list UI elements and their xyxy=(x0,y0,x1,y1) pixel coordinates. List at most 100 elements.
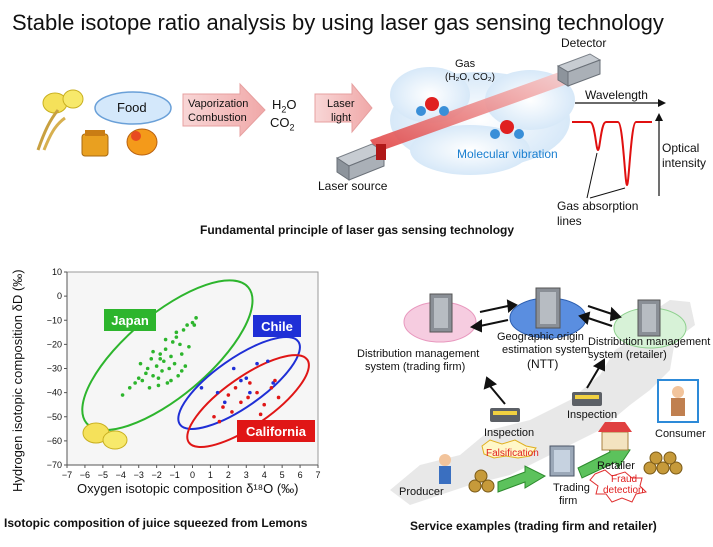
data-point xyxy=(179,369,184,373)
x-tick-label: 1 xyxy=(208,470,213,480)
data-point xyxy=(199,386,204,390)
supply-arrow xyxy=(577,445,631,479)
x-tick-label: 3 xyxy=(244,470,249,480)
x-tick-label: 7 xyxy=(315,470,320,480)
geo-line1: Geographic origin xyxy=(497,331,584,343)
data-point xyxy=(169,354,173,359)
x-tick-label: −1 xyxy=(169,470,179,480)
data-point xyxy=(172,361,177,366)
spectrum-plot xyxy=(572,99,666,199)
data-point xyxy=(258,412,263,417)
scanner-icon xyxy=(572,392,602,406)
data-point xyxy=(158,357,163,361)
absorption-line1: Gas absorption xyxy=(557,199,639,213)
data-point xyxy=(248,390,252,395)
data-point xyxy=(239,400,243,405)
x-tick-label: 4 xyxy=(262,470,267,480)
data-point xyxy=(149,357,154,361)
data-point xyxy=(187,344,191,349)
lemon-icon xyxy=(42,89,84,114)
data-point xyxy=(167,366,171,371)
data-point xyxy=(156,376,161,380)
product-bales-icon xyxy=(468,469,495,493)
gas-line2: (H₂O, CO₂) xyxy=(445,72,495,83)
group-ellipse xyxy=(177,335,301,430)
series-label-box xyxy=(104,309,156,331)
data-point xyxy=(156,383,161,388)
y-axis-label: Hydrogen isotopic composition δD (‰) xyxy=(10,269,25,492)
data-point xyxy=(138,361,143,366)
retailer-label: Retailer xyxy=(597,460,635,472)
data-point xyxy=(244,376,249,380)
y-tick-label: −70 xyxy=(47,460,62,470)
data-point xyxy=(170,340,175,344)
gas-line1: Gas xyxy=(455,58,476,70)
data-point xyxy=(183,364,188,368)
fraud-line2: detection xyxy=(603,485,644,496)
data-point xyxy=(151,349,155,354)
data-point xyxy=(174,330,179,335)
falsification-label: Falsification xyxy=(486,448,539,459)
trading-firm-icon xyxy=(549,445,575,477)
consumer-icon xyxy=(657,379,699,423)
geo-line3: (NTT) xyxy=(527,357,559,371)
co2-label: CO2 xyxy=(270,115,295,133)
data-point xyxy=(163,347,168,351)
wavelength-label: Wavelength xyxy=(585,88,648,102)
mango-icon xyxy=(126,128,158,156)
absorption-line2: lines xyxy=(557,214,582,228)
data-point xyxy=(181,328,186,332)
data-point xyxy=(174,335,179,339)
data-point xyxy=(165,381,170,385)
inspection-left-label: Inspection xyxy=(484,427,535,439)
y-tick-label: −10 xyxy=(47,315,62,325)
data-point xyxy=(262,402,267,407)
data-point xyxy=(246,395,250,400)
y-tick-label: −60 xyxy=(47,436,62,446)
scanner-icon xyxy=(490,408,520,422)
dms-trading-line1: Distribution management xyxy=(357,348,480,360)
molecule-icon xyxy=(490,120,524,139)
data-point xyxy=(133,381,137,385)
japan-map-icon xyxy=(390,300,695,505)
dms-trading-line2: system (trading firm) xyxy=(365,361,466,373)
data-point xyxy=(194,316,198,320)
data-point xyxy=(140,378,145,383)
y-tick-label: −40 xyxy=(47,388,62,398)
data-point xyxy=(239,378,243,383)
data-point xyxy=(144,371,148,376)
optical-line1: Optical xyxy=(662,141,700,155)
upload-arrows xyxy=(483,358,605,405)
data-point xyxy=(136,376,141,380)
process-arrow xyxy=(182,82,266,138)
detector-icon xyxy=(556,53,602,87)
y-tick-label: −30 xyxy=(47,364,62,374)
data-point xyxy=(221,405,225,409)
dms-retailer-line2: system (retailer) xyxy=(588,349,667,361)
data-point xyxy=(255,361,259,366)
data-point xyxy=(127,386,132,390)
fraud-line1: Fraud xyxy=(611,474,638,485)
y-tick-label: −50 xyxy=(47,412,62,422)
x-tick-label: −6 xyxy=(80,470,90,480)
detector-label: Detector xyxy=(561,36,607,50)
x-tick-label: −4 xyxy=(116,470,126,480)
data-point xyxy=(147,386,152,390)
data-point xyxy=(215,390,220,395)
server-icon xyxy=(637,299,661,337)
page-title: Stable isotope ratio analysis by using l… xyxy=(12,10,664,35)
server-icon xyxy=(429,293,453,333)
data-point xyxy=(178,342,182,347)
service-diagram xyxy=(390,287,699,505)
retailer-icon xyxy=(598,422,632,451)
data-point xyxy=(185,323,189,327)
data-point xyxy=(230,410,234,414)
data-point xyxy=(226,393,231,397)
data-point xyxy=(233,386,238,390)
data-point xyxy=(179,352,184,356)
x-tick-label: −3 xyxy=(134,470,144,480)
data-point xyxy=(169,378,173,383)
trading-line2: firm xyxy=(559,495,578,507)
data-point xyxy=(231,366,236,371)
